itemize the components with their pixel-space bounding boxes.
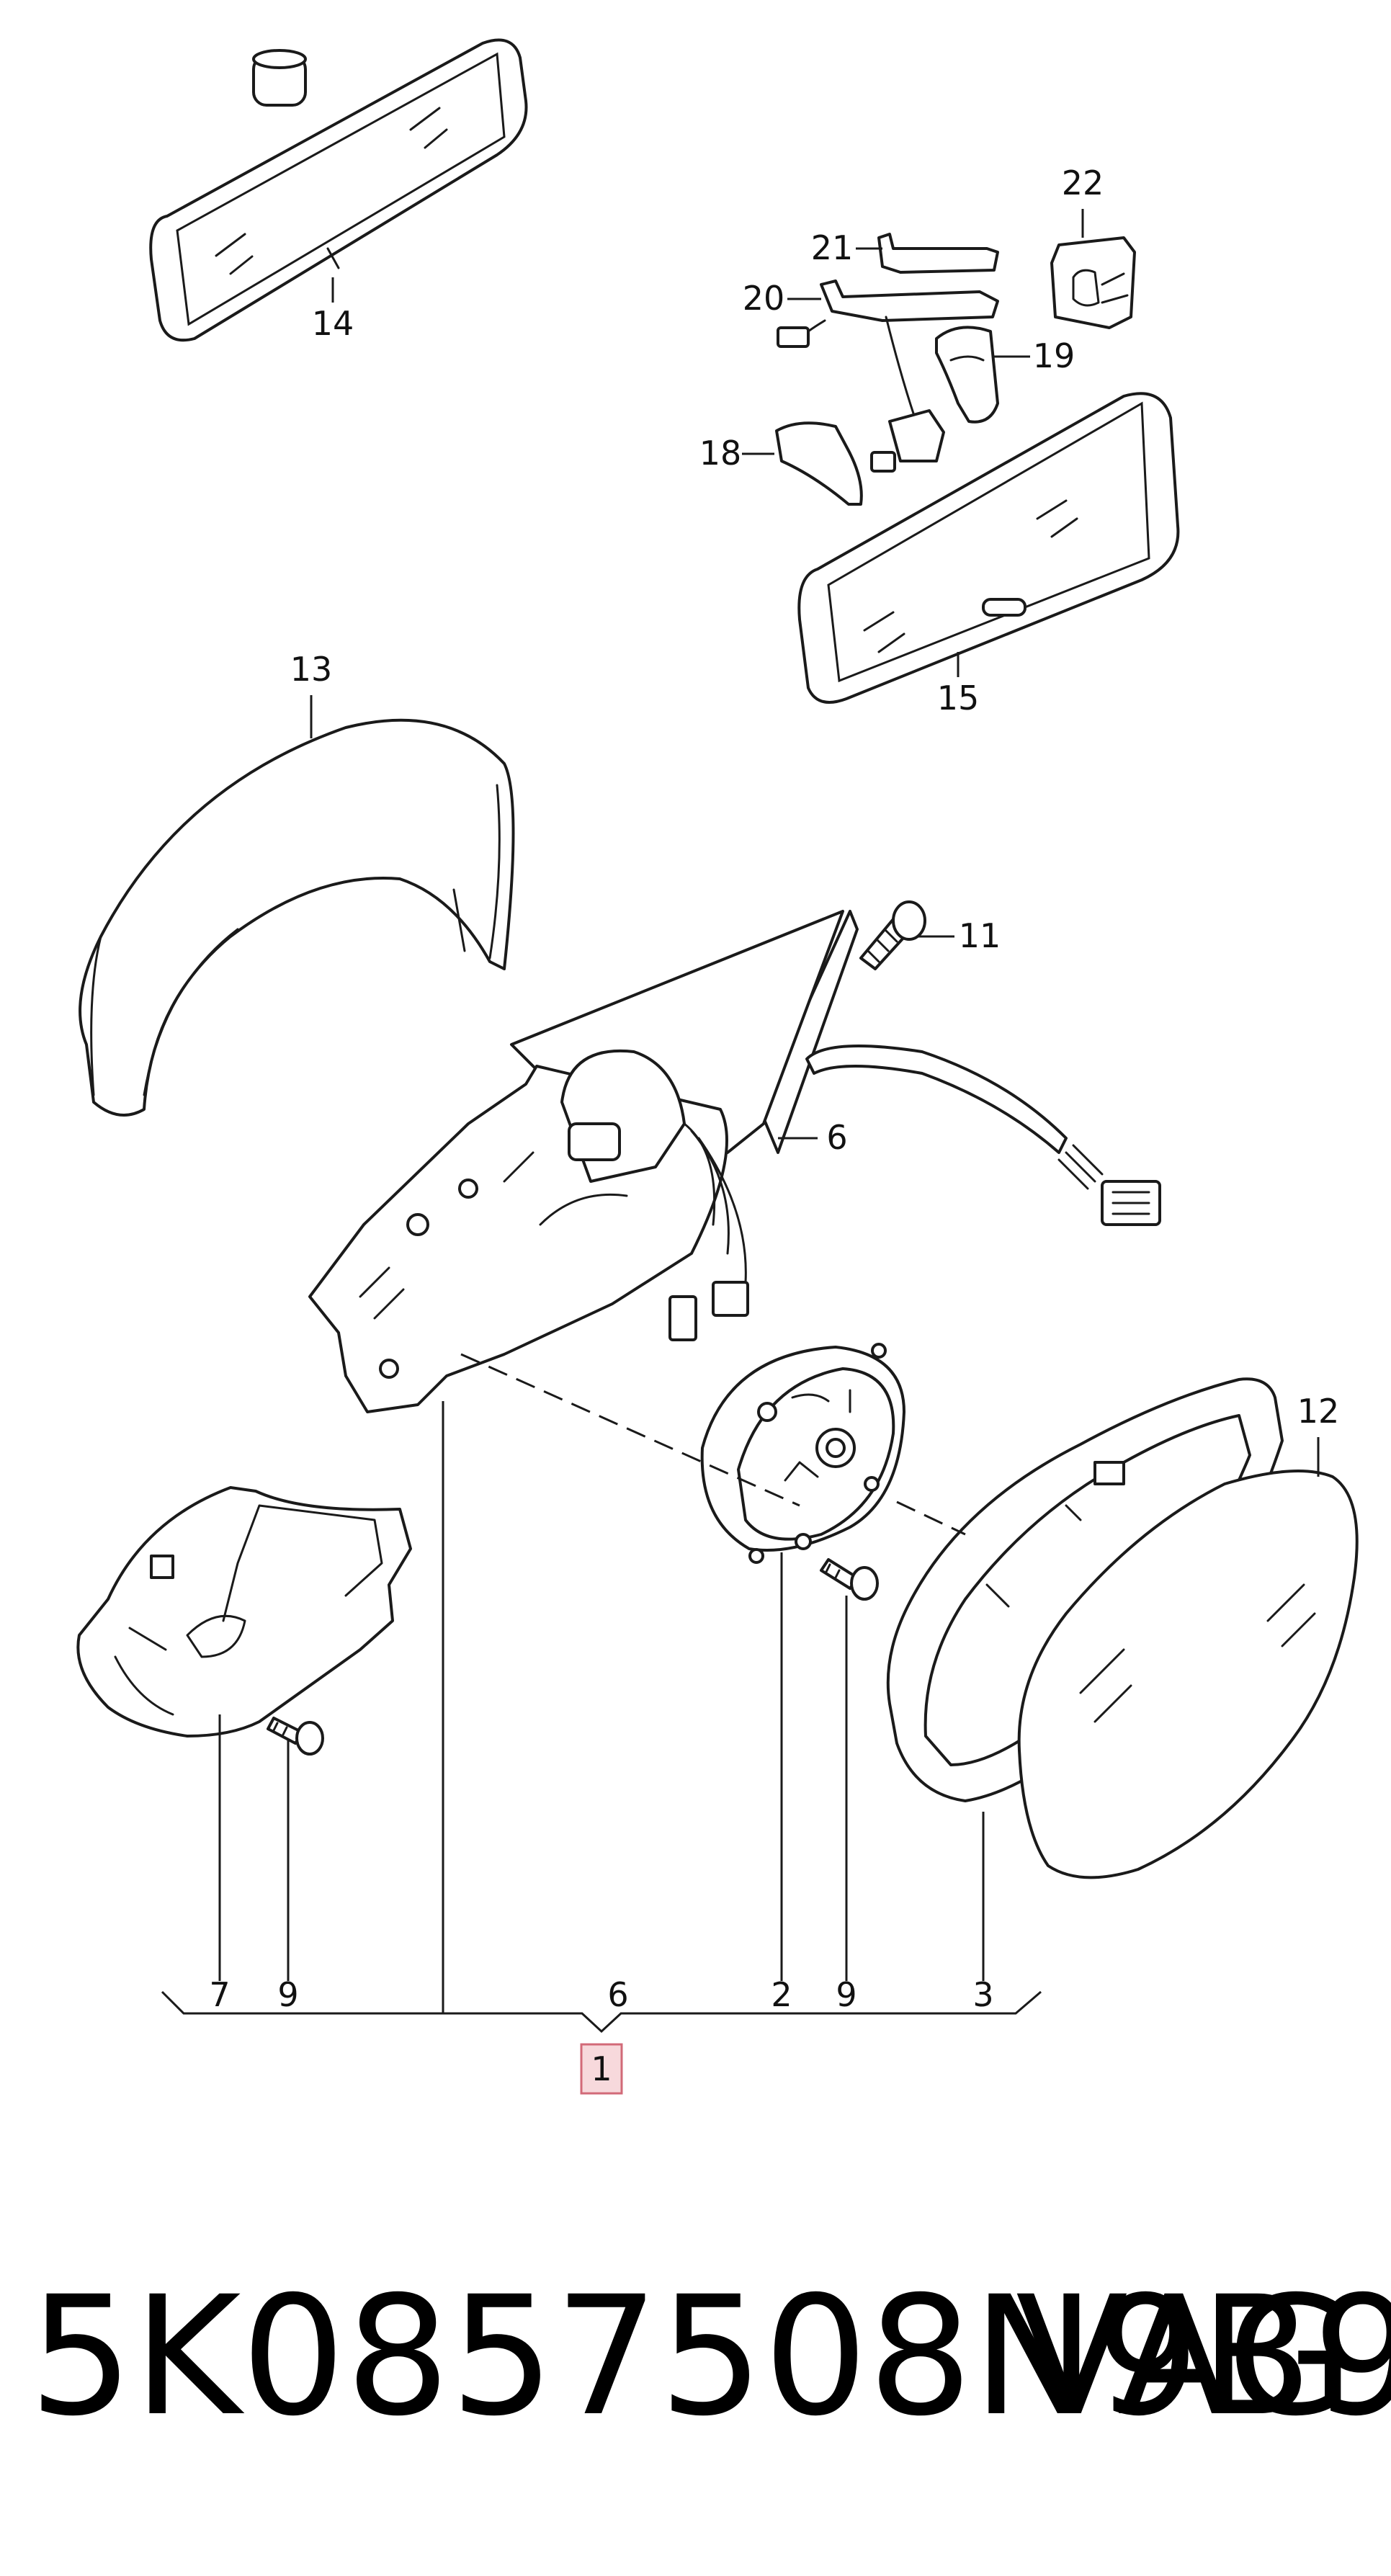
callout-13: 13 [290,650,333,689]
mirror-cover-piece-18 [775,421,896,506]
assembly-line [896,1501,966,1536]
callout-7: 7 [209,1975,230,2014]
mirror-cover-piece-22 [1050,236,1136,329]
interior-mirror-14 [149,38,528,342]
screw-9-right [820,1558,879,1601]
callout-15: 15 [937,679,980,717]
callout-2: 2 [771,1975,792,2014]
mirror-cover-piece-20 [777,279,999,348]
callout-9-right: 9 [836,1975,856,2014]
assembly-bracket [161,1990,1042,2034]
callout-9-left: 9 [277,1975,298,2014]
callout-3: 3 [972,1975,993,2014]
mirror-cover-piece-19 [935,326,999,424]
mirror-base-assembly-6 [308,910,1161,1413]
mirror-housing-cap-13 [79,718,515,1117]
mirror-glass-12 [1017,1470,1359,1879]
screw-9-left [267,1717,324,1756]
callout-19: 19 [1033,336,1075,375]
callout-22: 22 [1062,164,1104,202]
callout-14: 14 [312,304,354,343]
callout-12: 12 [1297,1392,1340,1431]
highlight-box [580,2043,623,2095]
callout-20: 20 [743,279,785,318]
callout-21: 21 [811,228,854,267]
callout-1: 1 [591,2049,612,2088]
assembly-line [460,1353,800,1507]
adjustment-motor-2 [700,1343,905,1564]
interior-mirror-15 [797,392,1180,704]
mirror-cover-piece-21 [877,233,999,274]
screw-11 [859,900,926,970]
brand-label: VAG [1016,2260,1354,2452]
part-number: 5K0857508N9B9 [29,2260,1391,2452]
callout-6-side: 6 [826,1118,847,1157]
mirror-mount-block [888,409,945,462]
callout-18: 18 [699,434,742,473]
lower-cover-7 [76,1486,412,1738]
callout-11: 11 [959,916,1001,955]
callout-6-bottom: 6 [607,1975,628,2014]
